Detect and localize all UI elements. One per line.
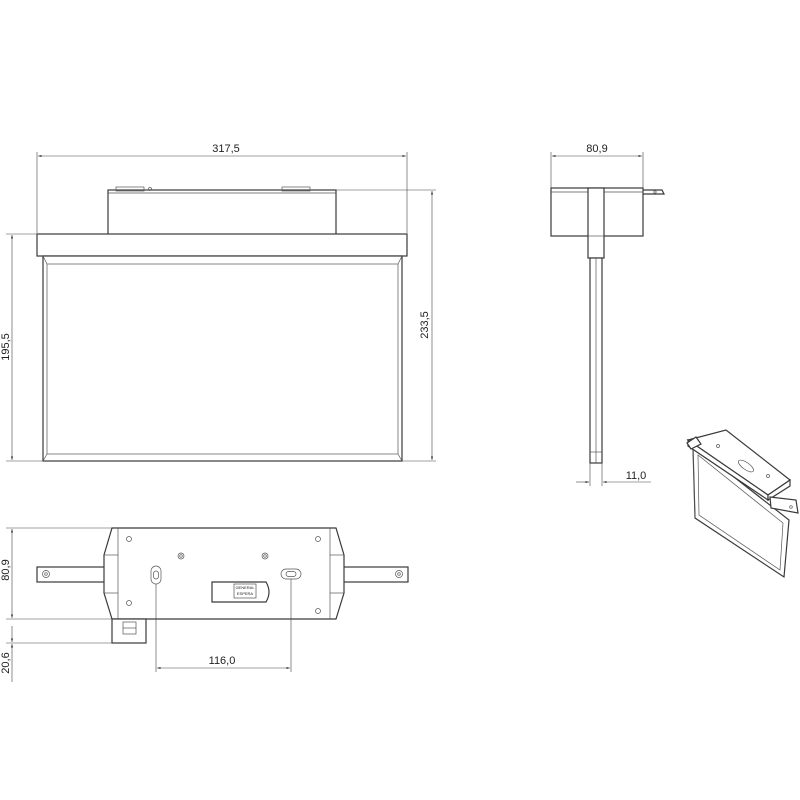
top-hole-spacing-label: 116,0 <box>209 655 236 667</box>
front-panel-height-label: 195,5 <box>0 333 12 361</box>
side-neck <box>587 187 605 259</box>
front-view: 317,5 233,5 195,5 <box>0 143 436 462</box>
isometric-view <box>686 429 799 579</box>
front-mount-box <box>107 189 337 237</box>
top-depth-label: 80,9 <box>0 559 12 580</box>
front-width-label: 317,5 <box>212 143 240 155</box>
front-sign-panel-inner <box>46 263 399 455</box>
top-module-text-1: GENERAL <box>235 585 255 590</box>
side-depth-label: 80,9 <box>586 143 607 155</box>
side-view: 80,9 11,0 <box>550 143 665 486</box>
top-right-arm <box>334 566 409 583</box>
front-sign-panel <box>42 255 403 462</box>
top-clip <box>111 618 147 644</box>
top-module-text-2: ESPERA <box>237 591 254 596</box>
top-left-arm <box>36 566 111 583</box>
front-height-label: 233,5 <box>419 311 431 339</box>
front-top-rail <box>36 233 408 257</box>
top-clip-label: 20,6 <box>0 652 12 673</box>
top-housing <box>103 527 345 620</box>
side-thickness-label: 11,0 <box>626 470 647 482</box>
top-view: GENERAL ESPERA 80,9 20,6 116,0 <box>0 527 409 682</box>
